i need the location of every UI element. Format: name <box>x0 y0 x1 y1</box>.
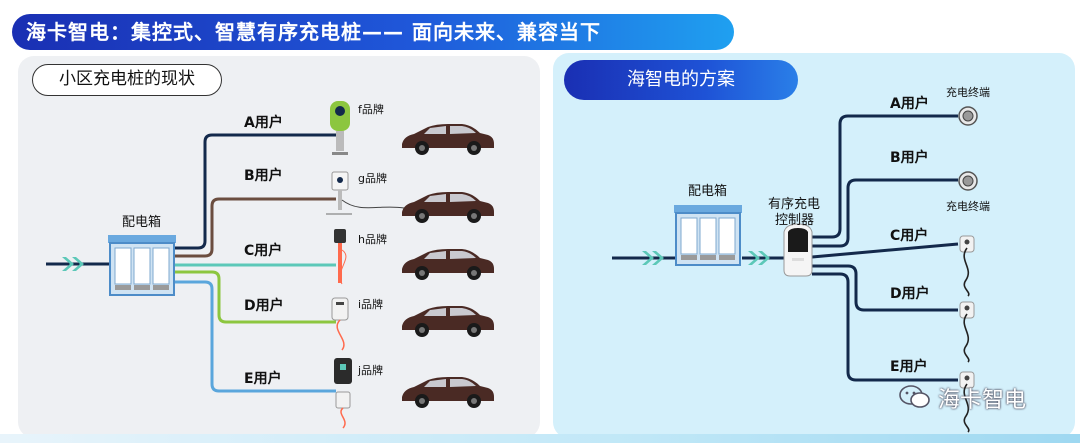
user-c-label-left: C用户 <box>244 243 283 259</box>
charger-icon <box>330 101 350 155</box>
charger-icon <box>331 297 349 351</box>
distribution-box-icon <box>673 204 743 266</box>
bottom-decoration <box>0 434 1080 443</box>
car-icon <box>402 249 494 280</box>
terminal-label-top: 充电终端 <box>946 86 990 99</box>
watermark-text: 海卡智电 <box>938 388 1027 413</box>
terminal-icon <box>958 106 978 126</box>
brand-j-label: j品牌 <box>358 364 384 377</box>
charger-icon <box>334 358 352 429</box>
user-b-label-right: B用户 <box>890 150 929 166</box>
line-c-user-solution <box>811 242 959 259</box>
user-a-label-right: A用户 <box>890 96 929 112</box>
current-status-panel <box>18 56 540 438</box>
car-icon <box>402 124 494 155</box>
brand-g-label: g品牌 <box>358 172 387 185</box>
brand-h-label: h品牌 <box>358 233 387 246</box>
terminal-label-middle: 充电终端 <box>946 200 990 213</box>
user-a-label-left: A用户 <box>244 115 283 131</box>
line-a-user <box>172 133 336 250</box>
user-c-label-right: C用户 <box>890 228 929 244</box>
brand-i-label: i品牌 <box>358 298 384 311</box>
line-e-user-solution <box>812 272 958 382</box>
page-title: 海卡智电：集控式、智慧有序充电桩—— 面向未来、兼容当下 <box>12 14 734 50</box>
line-d-user-solution <box>812 264 958 312</box>
line-d-user <box>172 270 336 324</box>
terminal-icon <box>959 301 975 363</box>
current-status-heading: 小区充电桩的现状 <box>32 64 222 96</box>
distribution-box-icon <box>107 234 177 296</box>
terminal-icon <box>958 171 978 191</box>
line-b-user <box>172 197 336 258</box>
controller-label-line2: 控制器 <box>775 213 815 228</box>
controller-label-line1: 有序充电 <box>768 197 821 212</box>
line-b-user-solution <box>812 178 958 248</box>
charger-icon <box>334 229 347 285</box>
car-icon <box>402 306 494 337</box>
user-d-label-left: D用户 <box>244 298 284 314</box>
charger-icon <box>326 171 405 215</box>
user-e-label-left: E用户 <box>244 371 282 387</box>
car-icon <box>402 377 494 408</box>
user-d-label-right: D用户 <box>890 286 930 302</box>
user-e-label-right: E用户 <box>890 359 928 375</box>
solution-heading: 海智电的方案 <box>564 60 798 100</box>
wechat-icon <box>899 385 930 408</box>
controller-icon <box>783 223 813 277</box>
distribution-box-label-left: 配电箱 <box>122 215 162 230</box>
car-icon <box>402 192 494 223</box>
distribution-box-label-right: 配电箱 <box>688 184 728 199</box>
line-a-user-solution <box>812 114 958 239</box>
line-e-user <box>172 280 336 393</box>
user-b-label-left: B用户 <box>244 168 283 184</box>
brand-f-label: f品牌 <box>358 103 384 116</box>
terminal-icon <box>959 235 975 297</box>
